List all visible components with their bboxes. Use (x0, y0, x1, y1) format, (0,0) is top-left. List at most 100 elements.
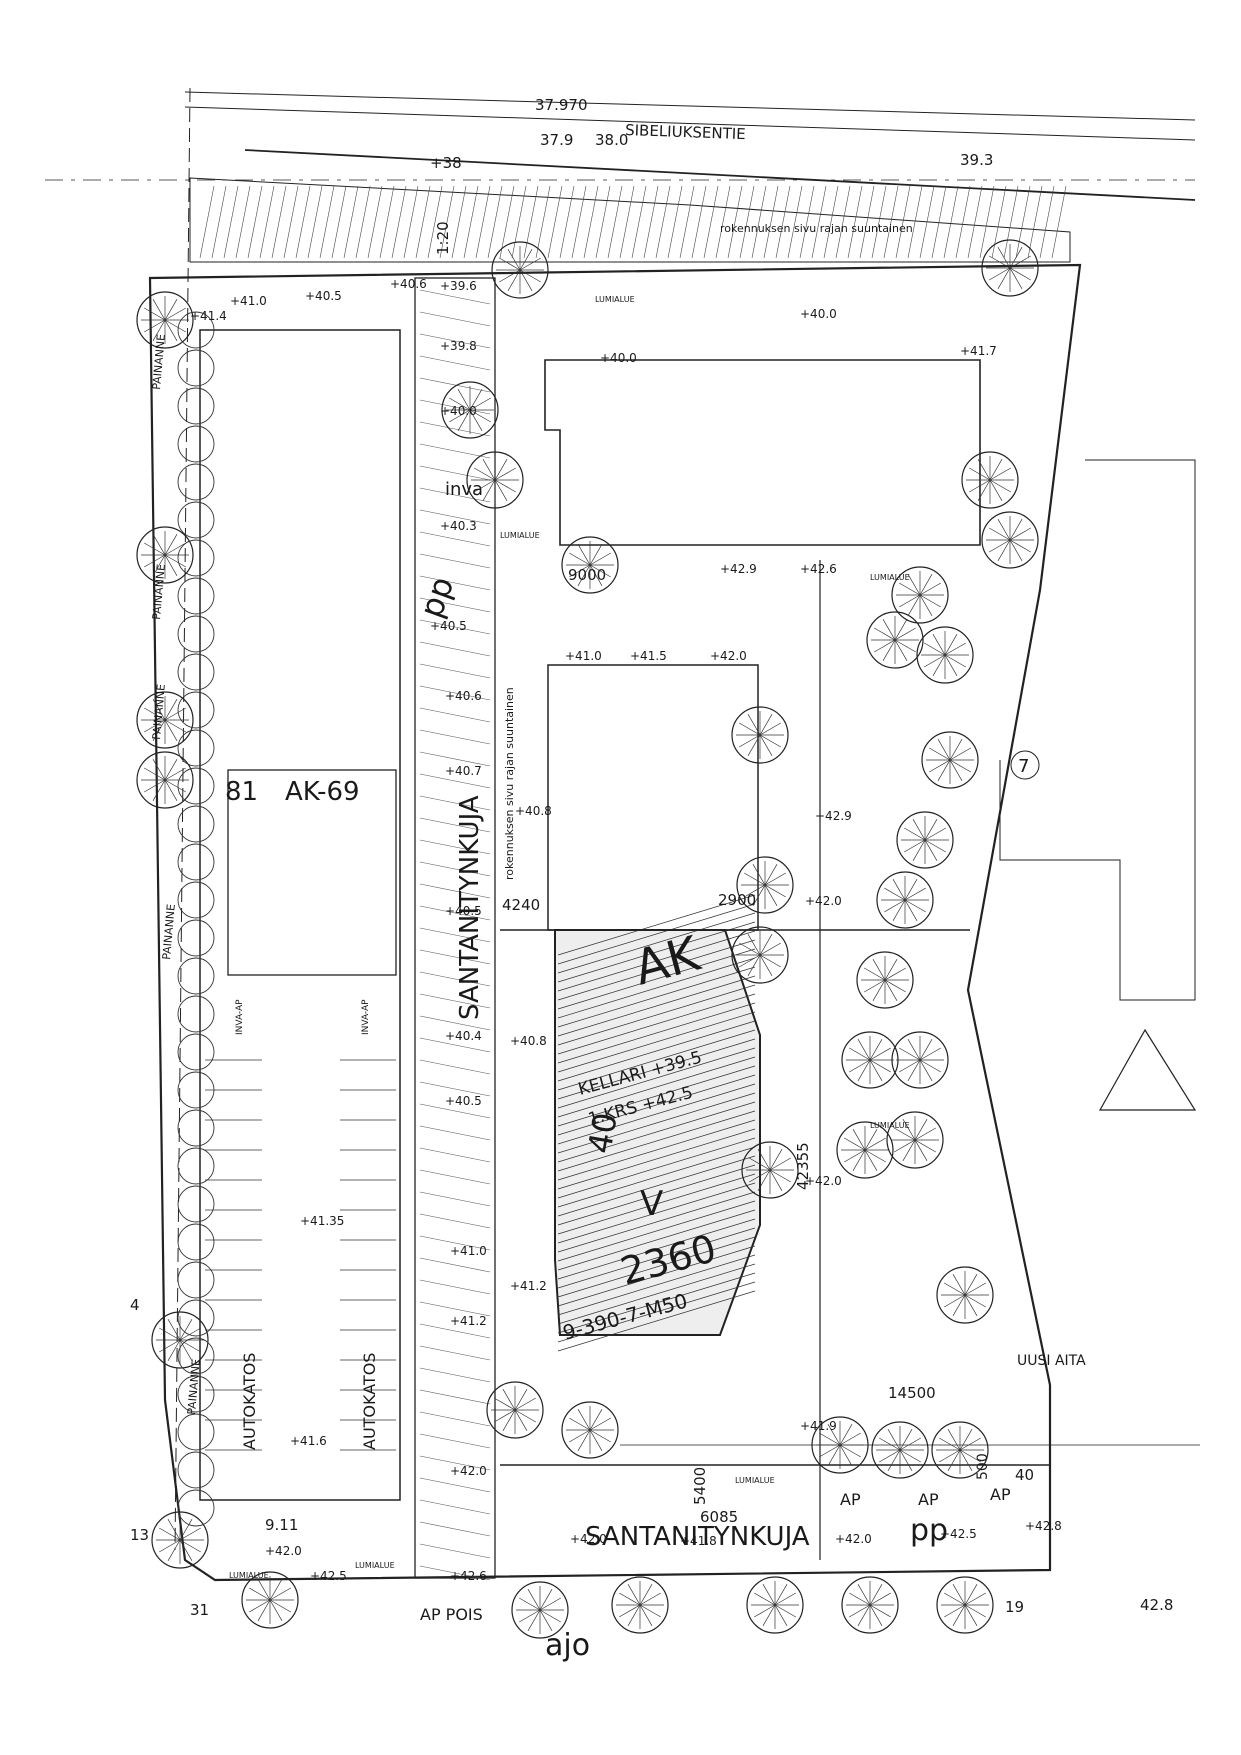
dim-6085: 6085 (700, 1508, 738, 1526)
dim-2900: 2900 (718, 891, 756, 909)
elevation-label: +42.0 (835, 1532, 872, 1546)
ap-label: AP (840, 1490, 861, 1509)
elevation-label: +42.9 (720, 562, 757, 576)
dim-500: 500 (975, 1453, 991, 1480)
elevation-label: +40.0 (600, 351, 637, 365)
elevation-label: +40.5 (445, 904, 482, 918)
tree-crown (961, 451, 1019, 509)
tree-crown (136, 291, 194, 349)
elevation-label: +41.0 (450, 1244, 487, 1258)
elevation-label: +40.8 (515, 804, 552, 818)
elevation-label: +41.4 (190, 309, 227, 323)
elevation-label: +41.2 (450, 1314, 487, 1328)
elevation-label: +40.0 (800, 307, 837, 321)
elevation-label: +41.35 (300, 1214, 344, 1228)
elevation-label: +42.6 (800, 562, 837, 576)
tree-crown (731, 706, 789, 764)
tree-crown (916, 626, 974, 684)
north-building (544, 359, 981, 546)
tree-crown (981, 239, 1039, 297)
snow-label: LUMIALUE (870, 1121, 910, 1130)
elevation-label: +41.2 (510, 1279, 547, 1293)
tree-crown (151, 1311, 209, 1369)
elevation-label: 42.8 (1140, 1596, 1173, 1614)
elevation-label: +40.5 (430, 619, 467, 633)
garage-1: AUTOKATOS (240, 1353, 259, 1450)
block-number: 81 (225, 777, 258, 807)
elevation-label: +41.0 (230, 294, 267, 308)
trees (136, 239, 1039, 1639)
dim-42355: 42355 (794, 1142, 812, 1190)
elevation-label: +42.0 (710, 649, 747, 663)
west-parking (199, 329, 401, 1501)
elevation-label: +40.4 (445, 1029, 482, 1043)
street-santanitynkuja-vertical: SANTANITYNKUJA (455, 795, 485, 1020)
neighbour-buildings (999, 459, 1197, 1111)
tree-crown (841, 1576, 899, 1634)
elevation-label: 4 (130, 1296, 140, 1314)
tree-crown (611, 1576, 669, 1634)
tree-crown (891, 1031, 949, 1089)
elevation-label: +41.5 (630, 649, 667, 663)
elevation-label: 13 (130, 1526, 149, 1544)
elevation-label: 19 (1005, 1598, 1024, 1616)
v-marker: V (640, 1184, 663, 1224)
elevation-label: +39.8 (440, 339, 477, 353)
elevation-label: 37.9 (540, 131, 573, 149)
inva-ap-2: INVA-AP (361, 999, 371, 1035)
ap-label: AP (990, 1485, 1011, 1504)
elevation-label: +42.5 (310, 1569, 347, 1583)
tree-crown (731, 926, 789, 984)
pp-marker-2: pp (910, 1513, 948, 1548)
elevation-label: 37.970 (535, 96, 588, 114)
slope-label: PAINANNE (150, 683, 168, 740)
elevation-label: +42.0 (805, 894, 842, 908)
elevation-label: 38.0 (595, 131, 628, 149)
tree-crown (746, 1576, 804, 1634)
elevation-label: +42.9 (815, 809, 852, 823)
tree-crown (561, 536, 619, 594)
tree-crown (441, 381, 499, 439)
elevation-label: +40.7 (445, 764, 482, 778)
ap-pois-label: AP POIS (420, 1605, 483, 1624)
street-santanitynkuja-south: SANTANITYNKUJA (585, 1522, 810, 1552)
elevation-label: +42.0 (570, 1532, 607, 1546)
elevation-label: +40.0 (440, 404, 477, 418)
elevation-label: +42.0 (265, 1544, 302, 1558)
snow-label: LUMIALUE (870, 573, 910, 582)
tree-crown (136, 691, 194, 749)
tree-crown (856, 951, 914, 1009)
elevation-label: 40 (1015, 1466, 1034, 1484)
tree-crown (891, 566, 949, 624)
snow-label: LUMIALUE (229, 1571, 269, 1580)
tree-crown (241, 1571, 299, 1629)
elevation-label: +40.6 (445, 689, 482, 703)
tree-crown (136, 526, 194, 584)
tree-crown (931, 1421, 989, 1479)
inva-label: inva (445, 479, 483, 500)
build-edge-note-west: rokennuksen sivu rajan suuntainen (503, 687, 516, 880)
tree-crown (876, 871, 934, 929)
snow-label: LUMIALUE (595, 295, 635, 304)
elevation-label: +41.0 (565, 649, 602, 663)
tree-crown (871, 1421, 929, 1479)
dim-1-20: 1:20 (434, 221, 452, 255)
slope-label: PAINANNE (185, 1358, 203, 1415)
elevation-label: +42.6 (450, 1569, 487, 1583)
elevation-label: +41.6 (290, 1434, 327, 1448)
tree-crown (921, 731, 979, 789)
tree-crown (886, 1111, 944, 1169)
snow-label: LUMIALUE (500, 531, 540, 540)
street-sibeliuksentie: SIBELIUKSENTIE (625, 121, 746, 143)
plot-boundary (148, 263, 1082, 1582)
garage-2: AUTOKATOS (360, 1353, 379, 1450)
street-lines (45, 87, 1200, 1551)
dim-9000: 9000 (568, 566, 606, 584)
tree-crown (136, 751, 194, 809)
elevation-label: +41.9 (800, 1419, 837, 1433)
inva-ap-1: INVA-AP (235, 999, 245, 1035)
elevation-label: +40.8 (510, 1034, 547, 1048)
new-fence-label: UUSI AITA (1017, 1353, 1086, 1369)
